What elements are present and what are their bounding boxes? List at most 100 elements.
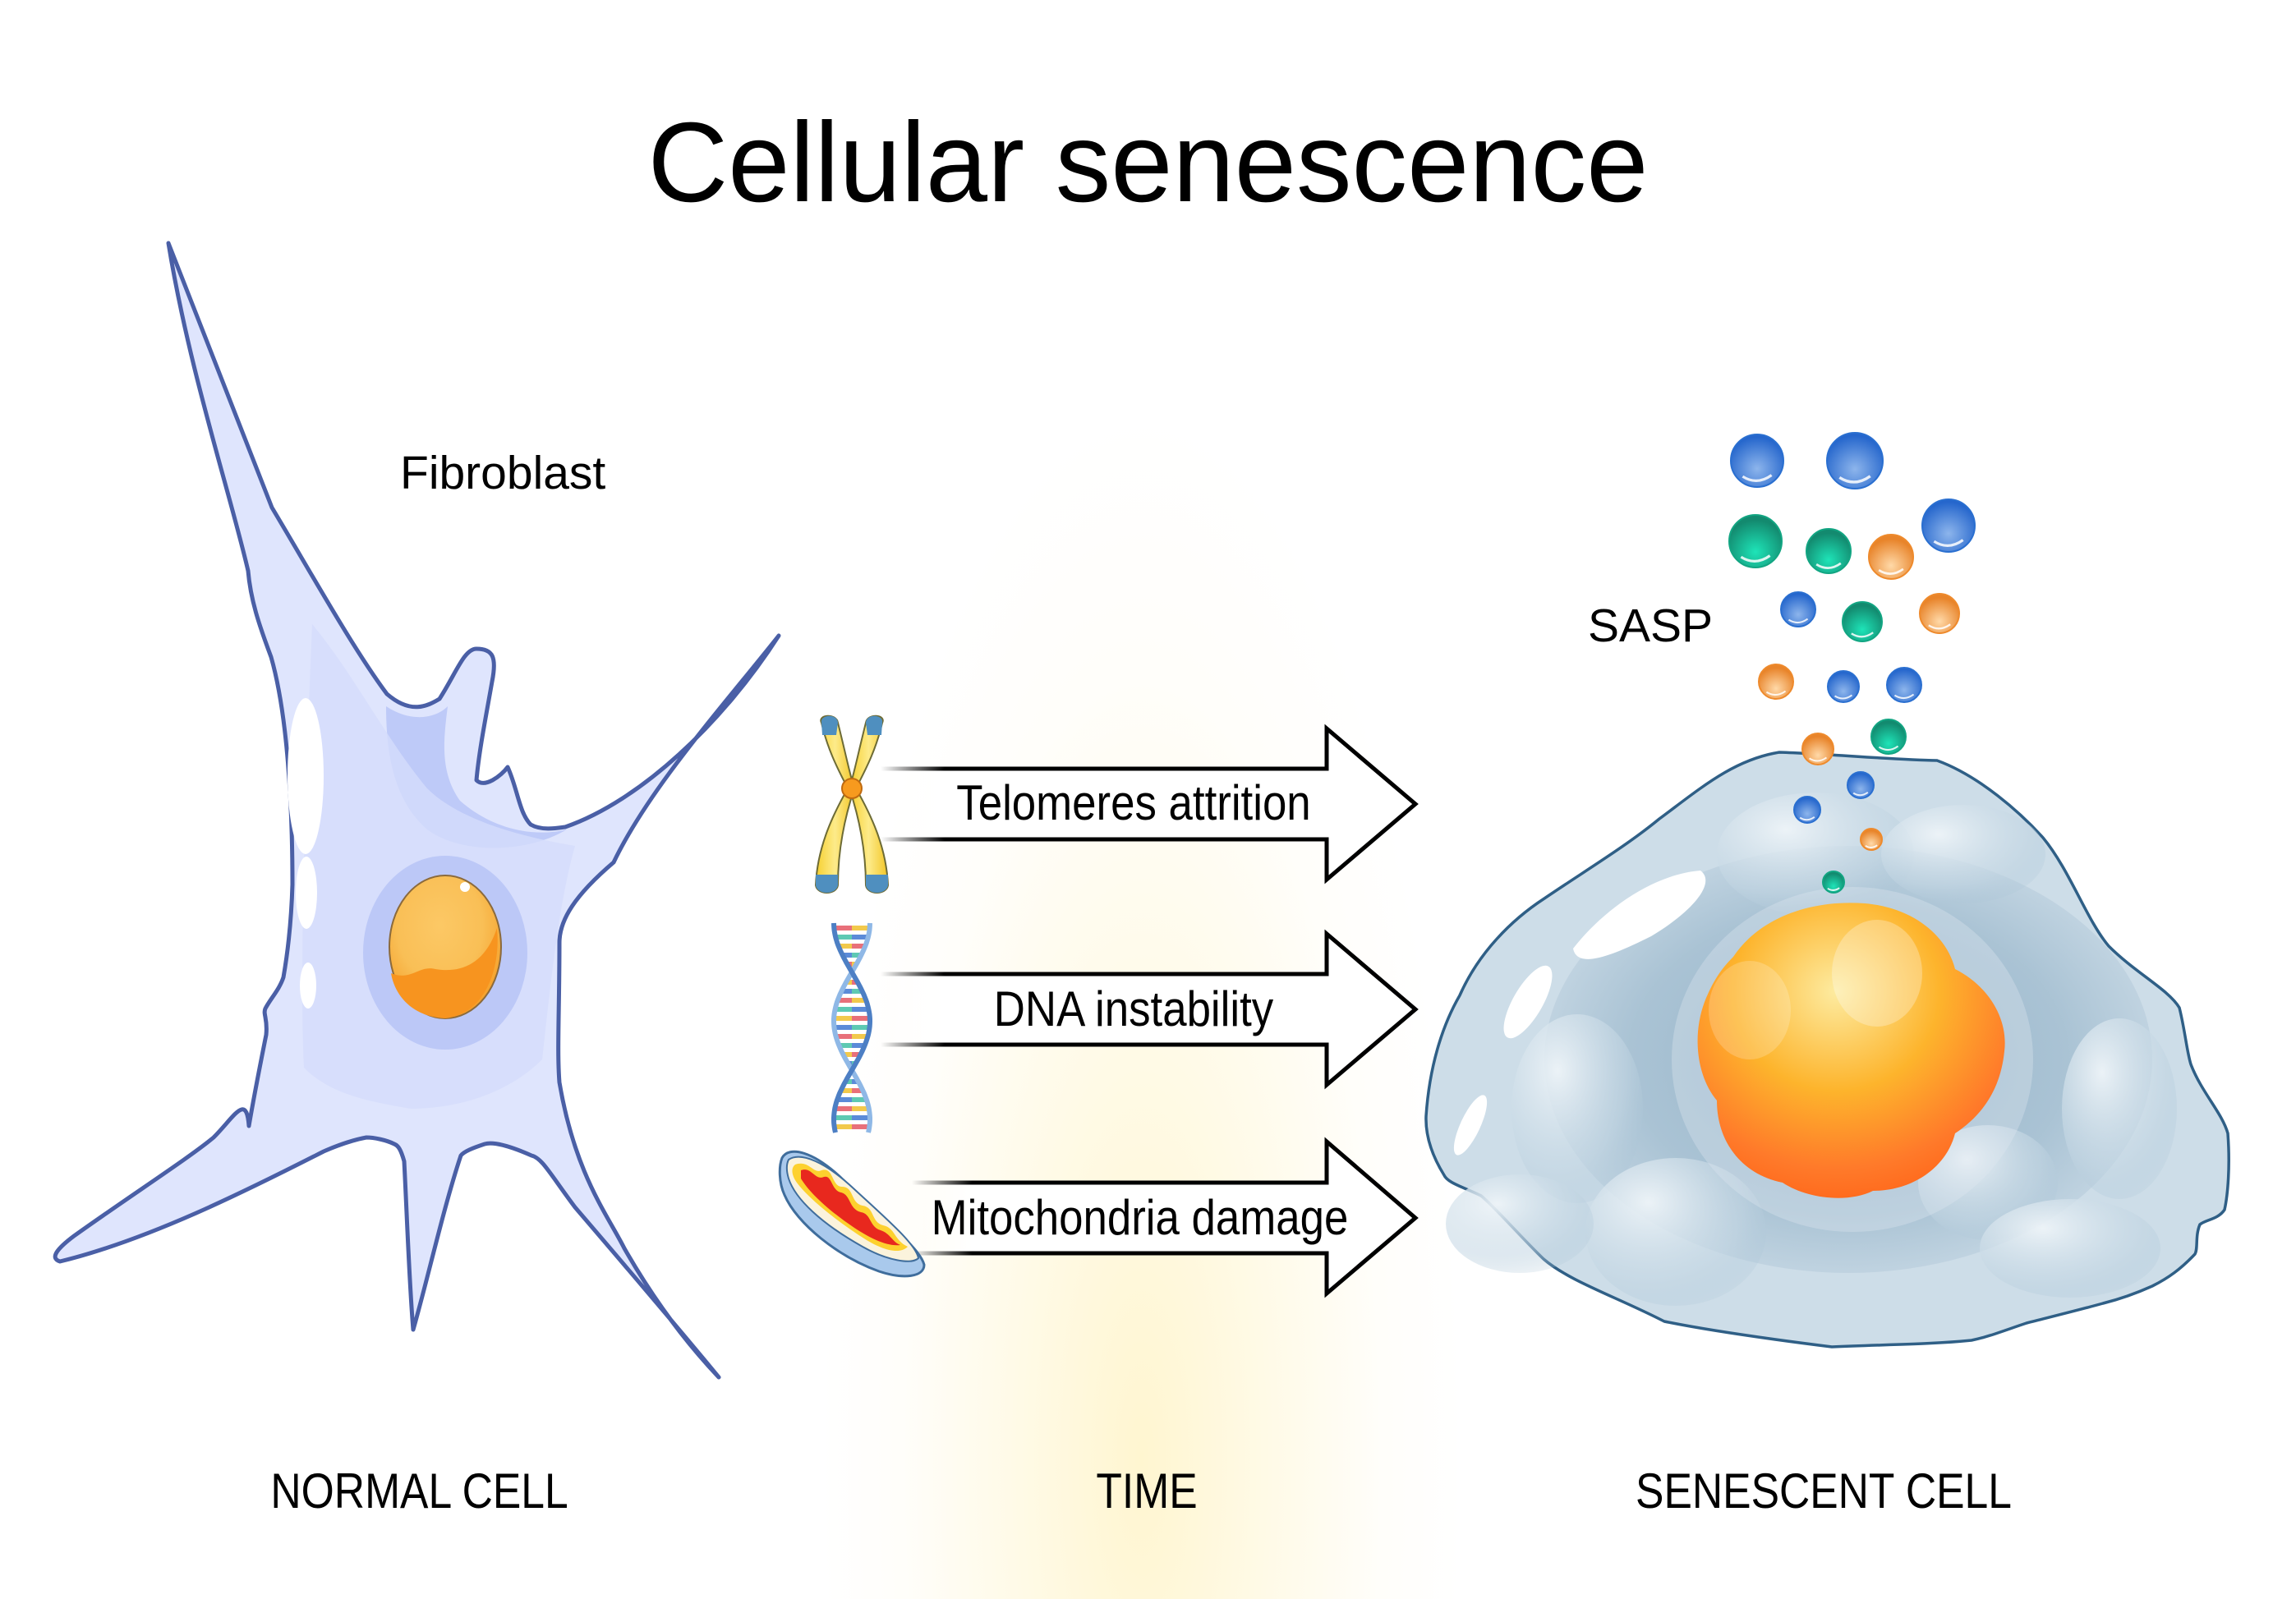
base-pair bbox=[852, 1043, 865, 1048]
sasp-particle-orange bbox=[1868, 534, 1914, 580]
particle-gloss bbox=[1809, 756, 1828, 762]
base-pair bbox=[852, 935, 868, 940]
particle-gloss bbox=[1878, 745, 1899, 751]
time-caption: TIME bbox=[1096, 1463, 1198, 1519]
particle-gloss bbox=[1799, 816, 1815, 821]
base-pair bbox=[834, 1124, 852, 1129]
cause-label-mitochondria: Mitochondria damage bbox=[931, 1190, 1349, 1245]
base-pair bbox=[852, 1088, 863, 1093]
fibroblast-nucleus-shadow bbox=[391, 928, 498, 1018]
base-pair bbox=[852, 1115, 870, 1120]
base-pair bbox=[852, 953, 862, 958]
base-pair bbox=[852, 1052, 861, 1057]
cause-label-dna: DNA instability bbox=[993, 981, 1274, 1036]
base-pair bbox=[852, 1106, 869, 1111]
cytoplasm-lobe bbox=[1585, 1158, 1766, 1306]
cell-highlight bbox=[1503, 965, 1553, 1039]
particle-gloss bbox=[1765, 690, 1787, 696]
dna-strand bbox=[831, 922, 872, 1133]
normal-cell-caption: NORMAL CELL bbox=[270, 1463, 568, 1519]
particle-gloss bbox=[1852, 791, 1869, 797]
base-pair bbox=[835, 935, 852, 940]
sasp-particle-orange bbox=[1801, 733, 1834, 765]
base-pair bbox=[852, 1007, 869, 1012]
base-pair bbox=[835, 1007, 852, 1012]
time-glow-band bbox=[821, 205, 1462, 1599]
particle-gloss bbox=[1838, 475, 1871, 484]
cytoplasm-lobe bbox=[1446, 1174, 1594, 1273]
dna-strand bbox=[831, 922, 872, 1133]
sasp-particle-green bbox=[1728, 514, 1783, 568]
sasp-particle-blue bbox=[1826, 432, 1884, 489]
base-pair bbox=[852, 1079, 858, 1084]
particle-gloss bbox=[1928, 623, 1951, 630]
base-pair bbox=[852, 944, 866, 949]
base-pair bbox=[837, 1097, 852, 1102]
cytoplasm-lobe bbox=[1717, 793, 1914, 916]
base-pair bbox=[845, 980, 852, 985]
sasp-particle-blue bbox=[1886, 667, 1922, 703]
fibroblast-cell bbox=[53, 241, 781, 1380]
sasp-particles bbox=[1728, 432, 1976, 894]
base-pair bbox=[852, 1034, 868, 1039]
sasp-particle-green bbox=[1842, 601, 1883, 642]
sasp-particle-blue bbox=[1921, 499, 1976, 553]
cell-highlight bbox=[1573, 871, 1706, 959]
sasp-particle-blue bbox=[1793, 796, 1821, 824]
mitochondrion-icon bbox=[778, 1150, 926, 1278]
base-pair bbox=[837, 998, 852, 1003]
sasp-label: SASP bbox=[1588, 600, 1714, 652]
dna-helix-icon bbox=[831, 922, 872, 1133]
cell-highlight bbox=[1453, 1095, 1488, 1156]
particle-gloss bbox=[1815, 562, 1842, 569]
particle-gloss bbox=[1834, 694, 1853, 700]
senescent-nucleus bbox=[1697, 903, 2005, 1198]
cytoplasm-lobe bbox=[1980, 1199, 2160, 1298]
sasp-particle-blue bbox=[1827, 670, 1860, 703]
base-pair bbox=[834, 1115, 852, 1120]
base-pair bbox=[852, 1016, 870, 1021]
base-pair bbox=[840, 1088, 852, 1093]
base-pair bbox=[834, 1016, 852, 1021]
base-pair bbox=[852, 926, 870, 930]
base-pair bbox=[838, 944, 852, 949]
particle-gloss bbox=[1933, 539, 1964, 547]
base-pair bbox=[852, 1097, 867, 1102]
base-pair bbox=[852, 998, 867, 1003]
sasp-particle-blue bbox=[1847, 771, 1875, 799]
nucleus-gloss bbox=[1709, 961, 1791, 1059]
particle-gloss bbox=[1742, 474, 1773, 482]
page-title: Cellular senescence bbox=[647, 99, 1649, 226]
particle-gloss bbox=[1893, 693, 1915, 700]
base-pair bbox=[852, 989, 863, 994]
particle-gloss bbox=[1740, 554, 1771, 563]
base-pair bbox=[852, 1124, 870, 1129]
base-pair bbox=[834, 1025, 852, 1030]
senescent-cell-caption: SENESCENT CELL bbox=[1636, 1463, 2012, 1519]
particle-gloss bbox=[1788, 618, 1809, 624]
base-pair bbox=[852, 980, 858, 985]
fibroblast-highlight bbox=[300, 963, 316, 1009]
chromosome-icon bbox=[814, 714, 890, 894]
fibroblast-highlight bbox=[288, 698, 324, 854]
cytoplasm-lobe bbox=[1881, 805, 2045, 903]
senescent-cell bbox=[1424, 751, 2230, 1349]
sasp-particle-orange bbox=[1758, 664, 1794, 700]
base-pair bbox=[845, 1079, 852, 1084]
nucleus-gloss bbox=[460, 882, 470, 892]
sasp-particle-green bbox=[1806, 528, 1852, 574]
base-pair bbox=[835, 1034, 852, 1039]
base-pair bbox=[834, 926, 852, 930]
base-pair bbox=[839, 1043, 852, 1048]
particle-gloss bbox=[1827, 887, 1840, 891]
cause-arrow-3 bbox=[912, 1137, 1419, 1298]
cytoplasm-lobe bbox=[1511, 1014, 1643, 1203]
base-pair bbox=[852, 1025, 870, 1030]
sasp-particle-blue bbox=[1730, 434, 1784, 488]
base-pair bbox=[841, 989, 852, 994]
cause-arrow-2 bbox=[881, 929, 1419, 1090]
sasp-particle-green bbox=[1870, 719, 1907, 755]
cause-arrow-1 bbox=[881, 724, 1419, 885]
base-pair bbox=[843, 1052, 852, 1057]
